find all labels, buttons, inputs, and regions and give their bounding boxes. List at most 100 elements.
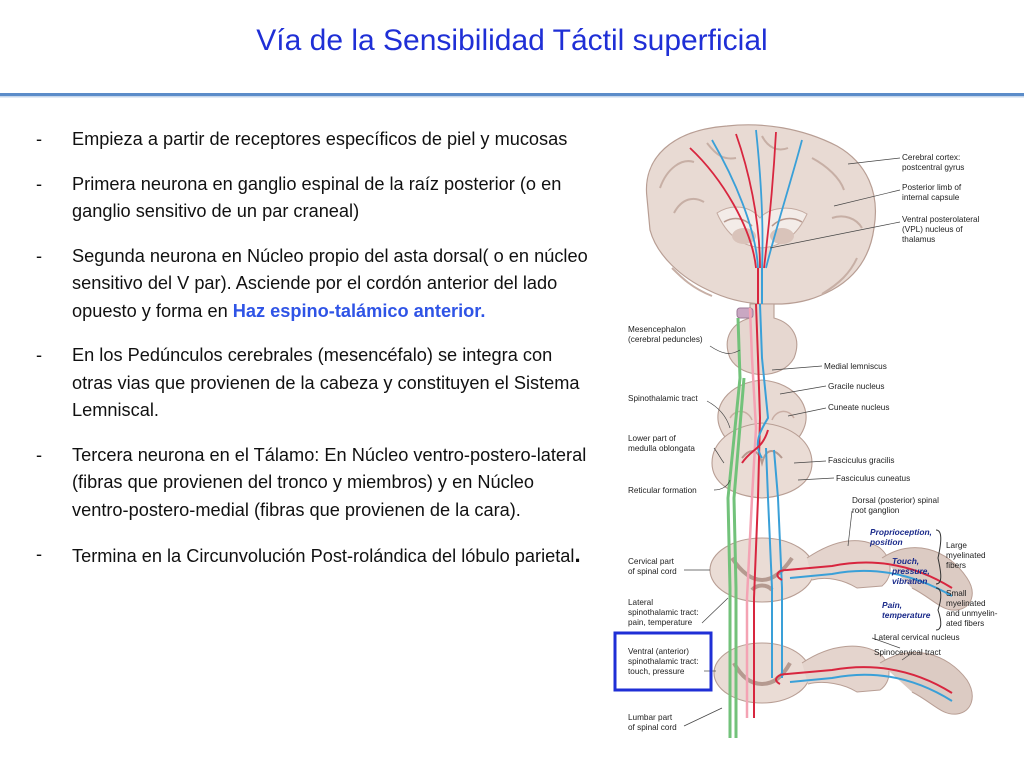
label-proprioception: Proprioception, (870, 527, 932, 537)
bullet-item: -Tercera neurona en el Tálamo: En Núcleo… (36, 444, 587, 520)
label-postcentral-gyrus: postcentral gyrus (902, 163, 964, 172)
svg-text:myelinated: myelinated (946, 599, 986, 608)
svg-text:Reticular formation: Reticular formation (628, 486, 697, 495)
label-pressure: pressure, (891, 566, 930, 576)
label-internal-capsule: Posterior limb of (902, 183, 962, 192)
svg-text:(VPL) nucleus of: (VPL) nucleus of (902, 225, 963, 234)
label-vpl-3: thalamus (902, 235, 935, 244)
svg-text:Ventral posterolateral: Ventral posterolateral (902, 215, 980, 224)
thalamocortical-fibers (689, 129, 803, 304)
label-position: position (869, 537, 903, 547)
svg-text:vibration: vibration (892, 576, 927, 586)
svg-text:Lateral cervical nucleus: Lateral cervical nucleus (874, 633, 960, 642)
svg-text:spinothalamic tract:: spinothalamic tract: (628, 657, 699, 666)
label-temperature: temperature (882, 610, 931, 620)
label-large-fibers: Large (946, 541, 967, 550)
label-fasciculus-gracilis: Fasciculus gracilis (828, 456, 894, 465)
label-gracile-nucleus: Gracile nucleus (828, 382, 884, 391)
label-lumbar-cord: of spinal cord (628, 723, 677, 732)
svg-text:Posterior limb of: Posterior limb of (902, 183, 962, 192)
label-large-fibers-3: fibers (946, 561, 966, 570)
svg-text:Gracile nucleus: Gracile nucleus (828, 382, 884, 391)
label-small-fibers: Small (946, 589, 967, 598)
svg-text:Large: Large (946, 541, 967, 550)
label-small-fibers-3: and unmyelin- (946, 609, 998, 618)
svg-text:pressure,: pressure, (891, 566, 930, 576)
small-fibers-brace (935, 587, 942, 631)
bullet-item: -Primera neurona en ganglio espinal de l… (36, 173, 562, 222)
ascending-tracts (726, 303, 953, 738)
svg-text:Mesencephalon: Mesencephalon (628, 325, 686, 334)
label-cerebral-cortex: Cerebral cortex: (902, 153, 960, 162)
label-touch-pressure: touch, pressure (628, 667, 685, 676)
svg-text:pain, temperature: pain, temperature (628, 618, 693, 627)
label-dorsal-ganglion: Dorsal (posterior) spinal (852, 496, 939, 505)
label-lateral-spinothalamic: spinothalamic tract: (628, 608, 699, 617)
svg-text:Spinocervical tract: Spinocervical tract (874, 648, 942, 657)
pathway-diagram: Cerebral cortex: postcentral gyrus Poste… (613, 124, 998, 738)
svg-text:thalamus: thalamus (902, 235, 935, 244)
label-medulla-oblongata: medulla oblongata (628, 444, 695, 453)
bullet-item: -Segunda neurona en Núcleo propio del as… (36, 245, 588, 321)
svg-text:fibers: fibers (946, 561, 966, 570)
label-medial-lemniscus: Medial lemniscus (824, 362, 887, 371)
label-fasciculus-cuneatus: Fasciculus cuneatus (836, 474, 910, 483)
label-lower-medulla: Lower part of (628, 434, 677, 443)
svg-text:position: position (869, 537, 903, 547)
label-cervical-cord: of spinal cord (628, 567, 677, 576)
label-vpl-2: (VPL) nucleus of (902, 225, 963, 234)
svg-text:Lower part of: Lower part of (628, 434, 677, 443)
svg-text:Medial lemniscus: Medial lemniscus (824, 362, 887, 371)
highlight-text: Haz espino-talámico anterior. (232, 300, 486, 321)
svg-text:postcentral gyrus: postcentral gyrus (902, 163, 964, 172)
label-small-fibers-2: myelinated (946, 599, 986, 608)
svg-text:myelinated: myelinated (946, 551, 986, 560)
svg-text:Fasciculus gracilis: Fasciculus gracilis (828, 456, 894, 465)
bullet-list: -Empieza a partir de receptores específi… (36, 126, 588, 588)
leader-lines (683, 157, 913, 727)
svg-text:internal capsule: internal capsule (902, 193, 960, 202)
svg-text:of spinal cord: of spinal cord (628, 567, 677, 576)
title-underline (0, 93, 1024, 98)
svg-text:ated fibers: ated fibers (946, 619, 984, 628)
label-lateral: Lateral (628, 598, 653, 607)
label-pain: Pain, (882, 600, 902, 610)
bullet-item: -Empieza a partir de receptores específi… (36, 129, 568, 149)
label-vpl: Ventral posterolateral (902, 215, 980, 224)
svg-text:of spinal cord: of spinal cord (628, 723, 677, 732)
label-pain-temperature: pain, temperature (628, 618, 693, 627)
label-cerebral-peduncles: (cerebral peduncles) (628, 335, 703, 344)
svg-text:Proprioception,: Proprioception, (870, 527, 932, 537)
svg-text:Cuneate nucleus: Cuneate nucleus (828, 403, 889, 412)
label-dorsal-ganglion-2: root ganglion (852, 506, 900, 515)
label-small-fibers-4: ated fibers (946, 619, 984, 628)
label-spinothalamic-tract: Spinothalamic tract (628, 394, 698, 403)
svg-text:Ventral (anterior): Ventral (anterior) (628, 647, 689, 656)
label-cuneate-nucleus: Cuneate nucleus (828, 403, 889, 412)
label-vibration: vibration (892, 576, 927, 586)
svg-text:Cervical part: Cervical part (628, 557, 675, 566)
svg-text:Pain,: Pain, (882, 600, 902, 610)
svg-text:medulla oblongata: medulla oblongata (628, 444, 695, 453)
svg-text:and unmyelin-: and unmyelin- (946, 609, 998, 618)
svg-text:Lumbar part: Lumbar part (628, 713, 673, 722)
ventral-tract-highlight-box (613, 631, 713, 692)
svg-text:Fasciculus cuneatus: Fasciculus cuneatus (836, 474, 910, 483)
label-touch: Touch, (892, 556, 919, 566)
bullet-item: -Termina en la Circunvolución Post-rolán… (36, 542, 581, 567)
label-internal-capsule-2: internal capsule (902, 193, 960, 202)
bullet-item: -En los Pedúnculos cerebrales (mesencéfa… (36, 345, 580, 420)
svg-text:Cerebral cortex:: Cerebral cortex: (902, 153, 960, 162)
label-cervical-part: Cervical part (628, 557, 675, 566)
svg-text:Small: Small (946, 589, 967, 598)
label-mesencephalon: Mesencephalon (628, 325, 686, 334)
svg-text:spinothalamic tract:: spinothalamic tract: (628, 608, 699, 617)
svg-text:root ganglion: root ganglion (852, 506, 900, 515)
label-large-fibers-2: myelinated (946, 551, 986, 560)
label-ventral: Ventral (anterior) (628, 647, 689, 656)
svg-text:touch, pressure: touch, pressure (628, 667, 685, 676)
svg-text:Lateral: Lateral (628, 598, 653, 607)
label-lumbar-part: Lumbar part (628, 713, 673, 722)
svg-text:Spinothalamic tract: Spinothalamic tract (628, 394, 698, 403)
slide-title: Vía de la Sensibilidad Táctil superficia… (256, 24, 768, 57)
